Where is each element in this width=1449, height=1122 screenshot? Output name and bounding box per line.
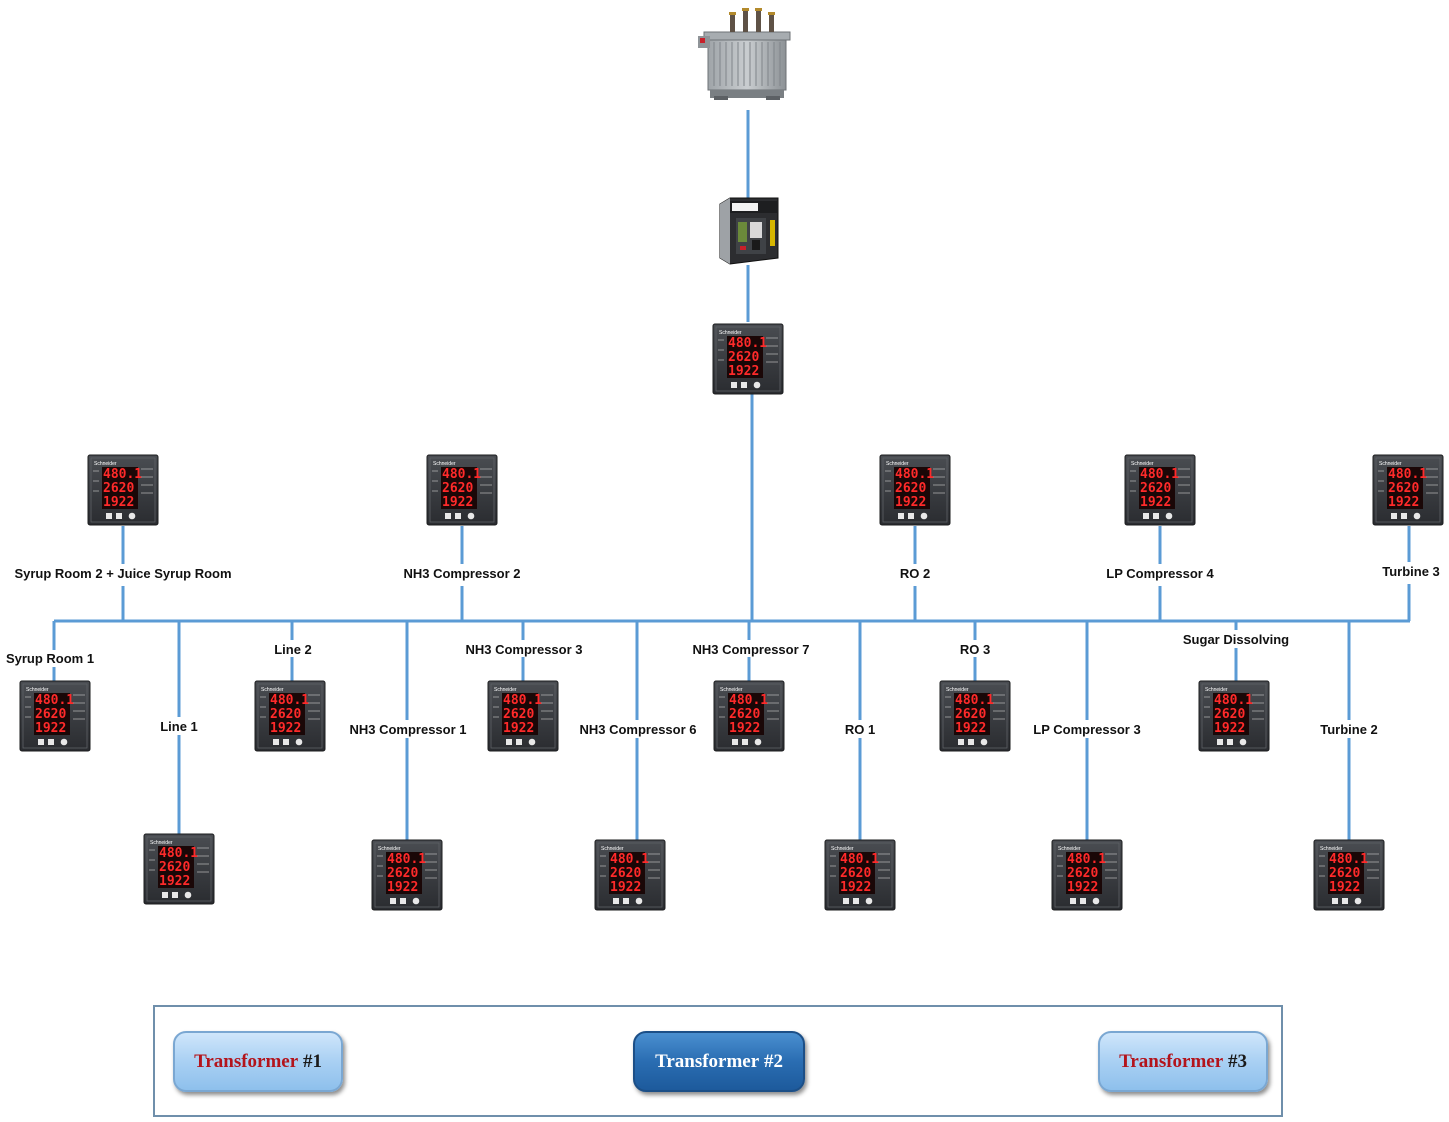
meter-line-2[interactable] [254,680,326,752]
button-number: #2 [763,1050,783,1072]
meter-lp-compressor-4[interactable] [1124,454,1196,526]
meter-nh3-compressor-7[interactable] [713,680,785,752]
power-transformer-icon[interactable] [698,8,791,100]
feeder-label: RO 2 [900,566,930,581]
button-word: Transformer [655,1050,760,1072]
transformer-1-button[interactable]: Transformer #1 [173,1031,343,1092]
wiring [52,110,1411,840]
feeder-label: Turbine 3 [1382,564,1440,579]
feeder-label: Turbine 2 [1320,722,1378,737]
button-number: #1 [302,1050,322,1072]
transformer-2-button[interactable]: Transformer #2 [633,1031,805,1092]
meter-syrup-room-2[interactable] [87,454,159,526]
feeder-label: Syrup Room 1 [6,651,94,666]
meter-nh3-compressor-2[interactable] [426,454,498,526]
feeder-label: LP Compressor 4 [1106,566,1214,581]
meter-nh3-compressor-3[interactable] [487,680,559,752]
feeder-label: NH3 Compressor 7 [692,642,809,657]
feeder-label: LP Compressor 3 [1033,722,1140,737]
meter-line-1[interactable] [143,833,215,905]
button-word: Transformer [1119,1050,1224,1072]
meter-ro-1[interactable] [824,839,896,911]
feeder-label: NH3 Compressor 2 [403,566,520,581]
feeder-labels: Syrup Room 2 + Juice Syrup Room NH3 Comp… [6,564,1440,737]
feeder-label: Syrup Room 2 + Juice Syrup Room [14,566,231,581]
air-circuit-breaker-icon[interactable] [719,197,779,265]
feeder-label: NH3 Compressor 3 [465,642,582,657]
transformer-3-button[interactable]: Transformer #3 [1098,1031,1268,1092]
meter-lp-compressor-3[interactable] [1051,839,1123,911]
meter-ro-3[interactable] [939,680,1011,752]
meter-turbine-2[interactable] [1313,839,1385,911]
feeder-label: NH3 Compressor 6 [579,722,696,737]
meter-sugar-dissolving[interactable] [1198,680,1270,752]
feeder-label: Sugar Dissolving [1183,632,1289,647]
feeder-meters [19,454,1444,911]
meter-syrup-room-1[interactable] [19,680,91,752]
feeder-label: NH3 Compressor 1 [349,722,466,737]
button-number: #3 [1227,1050,1247,1072]
button-word: Transformer [194,1050,299,1072]
feeder-label: Line 2 [274,642,312,657]
meter-turbine-3[interactable] [1372,454,1444,526]
transformer-selector-panel: Transformer #1 Transformer #2 Transforme… [153,1005,1283,1117]
feeder-label: Line 1 [160,719,198,734]
meter-nh3-compressor-1[interactable] [371,839,443,911]
meter-ro-2[interactable] [879,454,951,526]
main-incomer-meter[interactable] [712,323,784,395]
feeder-label: RO 3 [960,642,990,657]
meter-nh3-compressor-6[interactable] [594,839,666,911]
feeder-label: RO 1 [845,722,875,737]
